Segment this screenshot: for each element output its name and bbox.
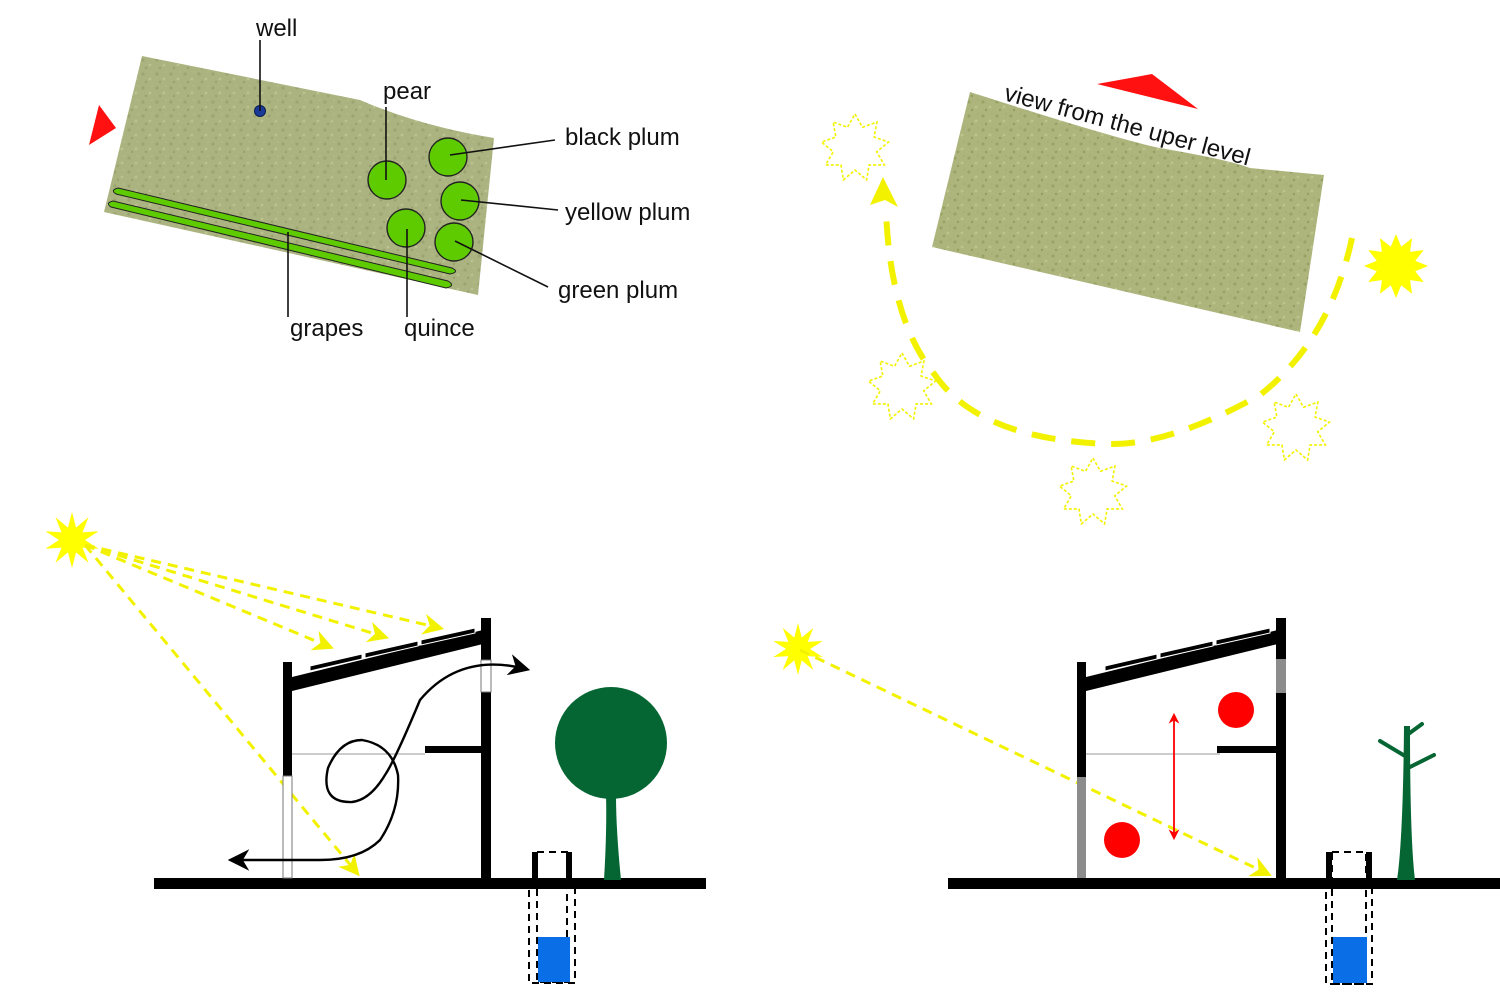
label-black-plum: black plum xyxy=(565,124,680,151)
air-flow-path xyxy=(227,654,531,871)
well-water xyxy=(538,937,570,982)
well-section xyxy=(1325,851,1373,985)
label-well: well xyxy=(255,15,297,42)
site-plot-rotated xyxy=(932,92,1324,332)
wall-right xyxy=(1276,618,1286,878)
active-sun-icon xyxy=(1364,234,1428,298)
tree-yellow-plum xyxy=(440,181,480,221)
section-winter xyxy=(773,618,1500,985)
sun-position-icon xyxy=(1260,392,1332,462)
sun-path-plan: view from the uper level xyxy=(819,74,1428,526)
glazing-right xyxy=(1276,659,1286,693)
label-pear: pear xyxy=(383,78,431,105)
sun-ray xyxy=(84,543,390,643)
occupant-upper xyxy=(1218,692,1254,728)
roof xyxy=(1082,628,1286,692)
ground-line xyxy=(948,878,1500,889)
sun-position-icon xyxy=(819,112,891,182)
sun-path-arc xyxy=(883,209,1355,448)
site-plan: well pear black plum yellow plum green p… xyxy=(89,15,690,342)
label-yellow-plum: yellow plum xyxy=(565,199,690,226)
entry-view-marker xyxy=(89,105,116,145)
well-section xyxy=(528,851,576,984)
sun-path-arrowhead xyxy=(870,177,898,207)
tree-pear xyxy=(367,160,407,200)
glazing-left xyxy=(1077,777,1086,878)
sun-position-icon xyxy=(866,351,938,421)
sun-ray xyxy=(799,648,1272,877)
sun-ray xyxy=(83,544,360,877)
tree-black-plum xyxy=(428,137,468,177)
section-summer xyxy=(45,512,706,984)
solar-panels xyxy=(1104,627,1271,672)
tree-quince xyxy=(386,208,426,248)
ground-line xyxy=(154,878,706,889)
tree-in-leaf xyxy=(555,687,667,880)
label-green-plum: green plum xyxy=(558,277,678,304)
wall-left-upper xyxy=(1077,662,1086,777)
sun-position-icon xyxy=(1057,456,1129,526)
sun-icon xyxy=(773,623,823,675)
site-plot xyxy=(104,56,494,295)
sun-ray xyxy=(84,543,334,651)
grapes-rows xyxy=(107,187,456,289)
window-left xyxy=(282,775,293,879)
mezzanine xyxy=(425,746,483,753)
label-grapes: grapes xyxy=(290,315,363,342)
roof xyxy=(288,628,491,692)
sun-ray xyxy=(84,543,445,635)
mezzanine xyxy=(1217,746,1278,753)
sun-icon xyxy=(45,512,99,568)
view-direction-marker xyxy=(1097,74,1198,109)
bare-tree xyxy=(1378,722,1436,880)
label-quince: quince xyxy=(404,315,475,342)
occupant-lower xyxy=(1104,822,1140,858)
well-water xyxy=(1333,937,1367,983)
tree-green-plum xyxy=(434,222,474,262)
